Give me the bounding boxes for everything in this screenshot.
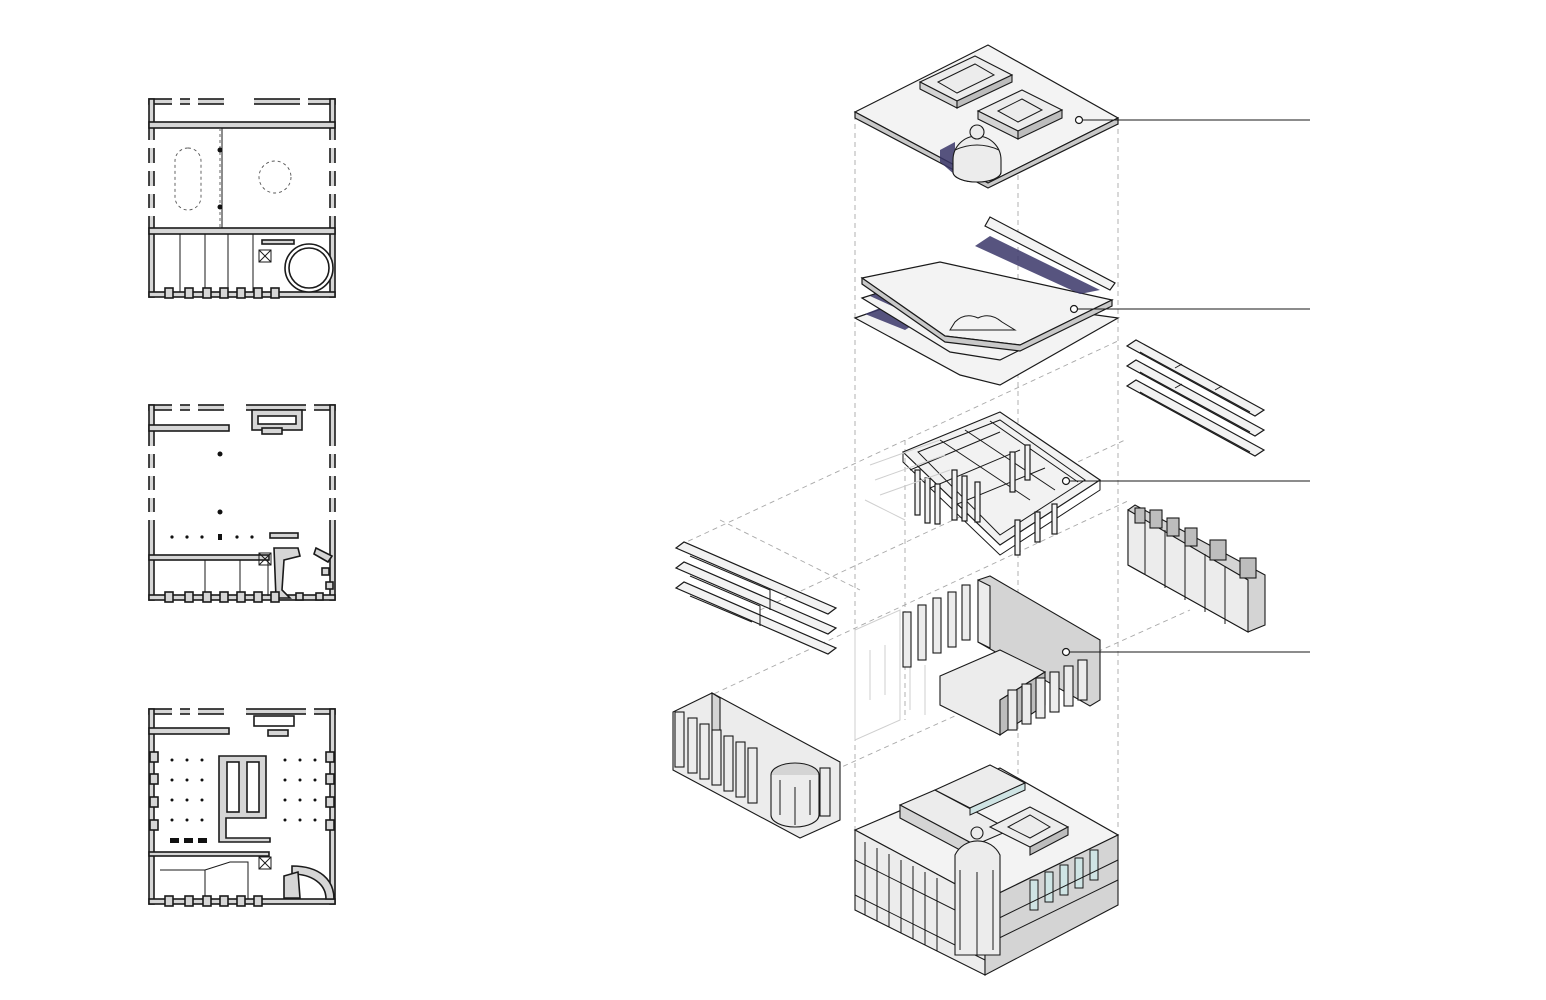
slab-frames-right xyxy=(1125,339,1266,457)
slab-frames-left xyxy=(674,541,838,655)
facade-wall-left xyxy=(672,692,841,839)
roof xyxy=(853,44,1120,189)
plan-upper xyxy=(147,98,337,299)
plan-ground xyxy=(148,708,336,907)
callout-leaders xyxy=(1069,119,1310,653)
interior-walls-and-columns xyxy=(854,575,1101,741)
facade-wall-right xyxy=(1127,504,1266,633)
structure-frame xyxy=(864,411,1102,556)
assembled-building xyxy=(853,764,1120,976)
floor-slabs xyxy=(853,216,1120,386)
plan-middle xyxy=(147,404,337,603)
